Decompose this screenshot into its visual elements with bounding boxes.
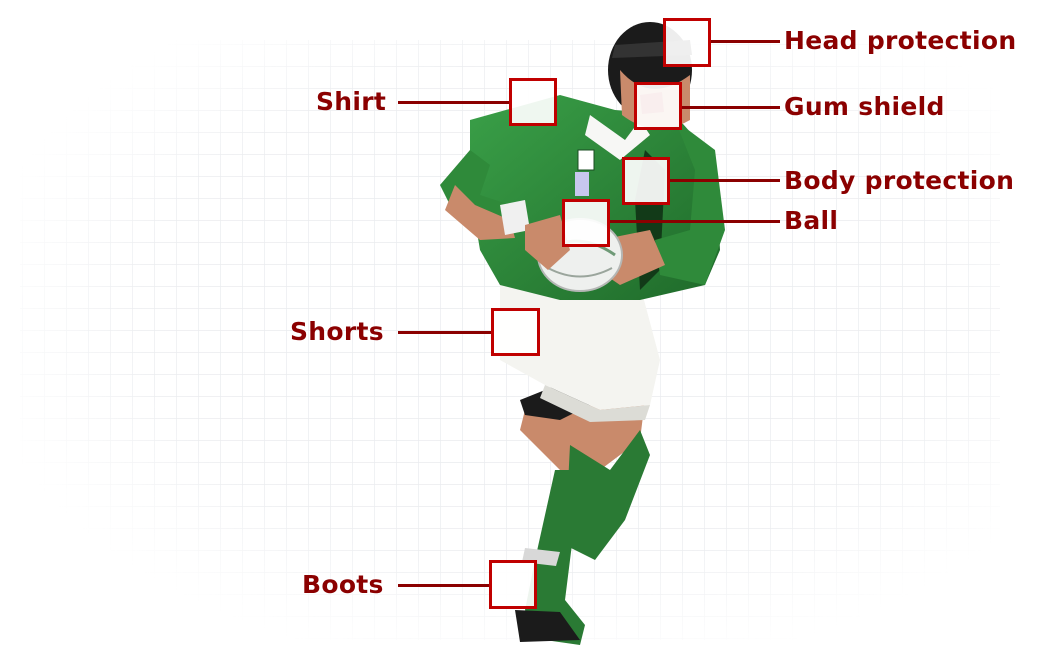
- gum-shield-hotspot[interactable]: [634, 82, 682, 130]
- leader-head-protection: [710, 40, 780, 43]
- leader-body-protection: [669, 179, 780, 182]
- label-boots[interactable]: Boots: [302, 570, 384, 600]
- leader-boots: [398, 584, 490, 587]
- head-protection-hotspot[interactable]: [663, 18, 711, 67]
- boots-hotspot[interactable]: [489, 560, 537, 609]
- label-ball[interactable]: Ball: [784, 206, 838, 236]
- leader-shirt: [398, 101, 510, 104]
- shorts-hotspot[interactable]: [491, 308, 540, 356]
- body-protection-hotspot[interactable]: [622, 157, 670, 205]
- leader-gum-shield: [681, 106, 780, 109]
- leader-shorts: [398, 331, 491, 334]
- leader-ball: [609, 220, 780, 223]
- label-head-protection[interactable]: Head protection: [784, 26, 1016, 56]
- shirt-hotspot[interactable]: [509, 78, 557, 126]
- label-gum-shield[interactable]: Gum shield: [784, 92, 945, 122]
- label-shirt[interactable]: Shirt: [316, 87, 386, 117]
- label-shorts[interactable]: Shorts: [290, 317, 384, 347]
- label-body-protection[interactable]: Body protection: [784, 166, 1014, 196]
- ball-hotspot[interactable]: [562, 199, 610, 247]
